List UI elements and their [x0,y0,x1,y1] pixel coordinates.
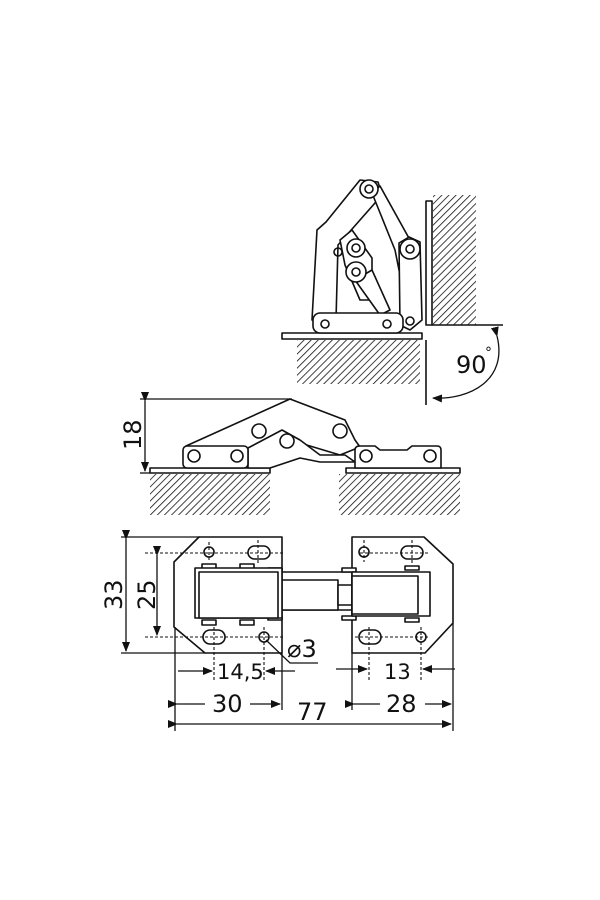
closed-hinge-view: 18 [119,392,461,515]
door-panel [425,200,433,326]
overall-width-label: 77 [297,698,328,726]
right-hole-offset-label: 13 [384,660,411,684]
plan-view: 33 25 ⌀3 14,5 13 30 28 77 [100,530,455,731]
angle-arc-arrow [432,326,500,403]
left-wall-hatch [150,474,270,515]
open-hinge-view: 90 ° [281,179,503,405]
cabinet-wall-hatch [297,340,420,384]
overall-height-label: 33 [100,579,128,610]
hinge-arms [311,179,423,334]
angle-label: 90 [456,351,487,379]
hole-spacing-label: 25 [133,579,161,610]
left-hole-offset-label: 14,5 [217,660,264,684]
degree-symbol: ° [485,345,492,361]
right-plate-width-label: 28 [386,690,417,718]
height-label: 18 [119,419,147,450]
hole-diameter-label: ⌀3 [287,635,317,663]
base-plate [281,332,423,340]
left-plate-width-label: 30 [212,690,243,718]
right-wall-hatch [339,474,460,515]
door-hatch [433,195,476,325]
